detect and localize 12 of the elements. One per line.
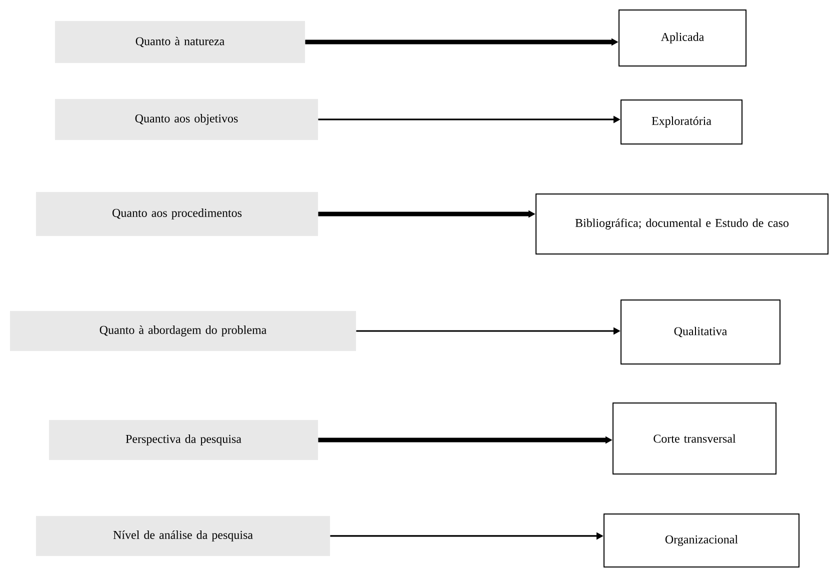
- result-box: Aplicada: [618, 10, 746, 66]
- category-box: Quanto aos procedimentos: [36, 192, 318, 236]
- result-box: Exploratória: [620, 100, 742, 144]
- category-box: Nível de análise da pesquisa: [36, 516, 330, 556]
- category-box: Perspectiva da pesquisa: [49, 420, 318, 460]
- result-box: Organizacional: [604, 513, 800, 568]
- category-box: Quanto à natureza: [55, 21, 305, 63]
- category-box: Quanto à abordagem do problema: [10, 311, 356, 351]
- result-box: Corte transversal: [612, 402, 776, 474]
- result-box: Bibliográfica; documental e Estudo de caso: [536, 193, 828, 254]
- result-box: Qualitativa: [620, 299, 780, 364]
- category-box: Quanto aos objetivos: [55, 99, 318, 140]
